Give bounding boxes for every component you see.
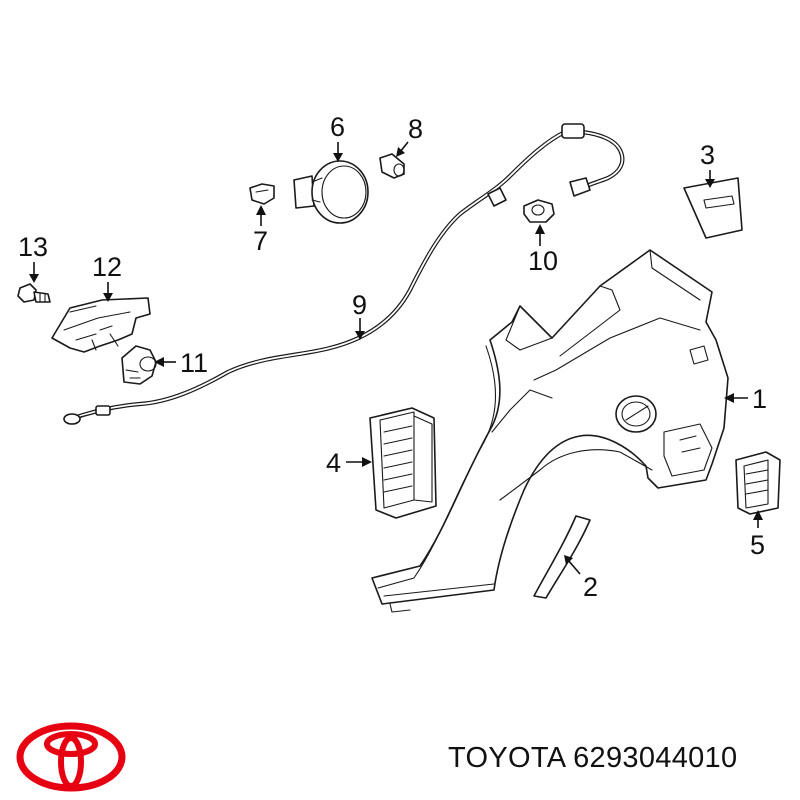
callout-6: 6 xyxy=(330,112,345,142)
part-number: 6293044010 xyxy=(573,742,738,774)
release-cable-part xyxy=(63,123,625,425)
callout-12: 12 xyxy=(92,252,122,282)
callout-3: 3 xyxy=(700,140,715,170)
vent-4-part xyxy=(369,407,437,519)
quarter-panel-1-part xyxy=(371,249,729,613)
fuel-door-part xyxy=(293,160,369,224)
callout-13: 13 xyxy=(18,232,48,262)
toyota-logo-icon xyxy=(16,722,126,792)
clip-7-part xyxy=(249,183,275,205)
vent-5-part xyxy=(735,451,781,515)
leaders xyxy=(29,141,763,575)
callout-2: 2 xyxy=(583,572,598,602)
callout-8: 8 xyxy=(408,114,423,144)
callout-10: 10 xyxy=(528,246,558,276)
callout-7: 7 xyxy=(253,226,268,256)
callout-5: 5 xyxy=(750,530,765,560)
pad-3-part xyxy=(683,177,743,239)
callout-labels: 1 2 3 4 5 6 7 8 9 10 11 12 13 xyxy=(18,112,767,602)
actuator-11-part xyxy=(121,345,157,385)
callout-11: 11 xyxy=(180,348,208,378)
plug-8-part xyxy=(379,153,405,179)
bracket-12-part xyxy=(51,297,151,353)
callout-1: 1 xyxy=(752,384,767,414)
part-caption: TOYOTA 6293044010 xyxy=(448,742,788,782)
molding-2-part xyxy=(533,515,591,599)
brand-name: TOYOTA xyxy=(448,742,565,774)
callout-9: 9 xyxy=(352,290,367,320)
bolt-13-part xyxy=(17,283,51,303)
callout-4: 4 xyxy=(326,448,341,478)
bumper-10-part xyxy=(523,199,555,223)
